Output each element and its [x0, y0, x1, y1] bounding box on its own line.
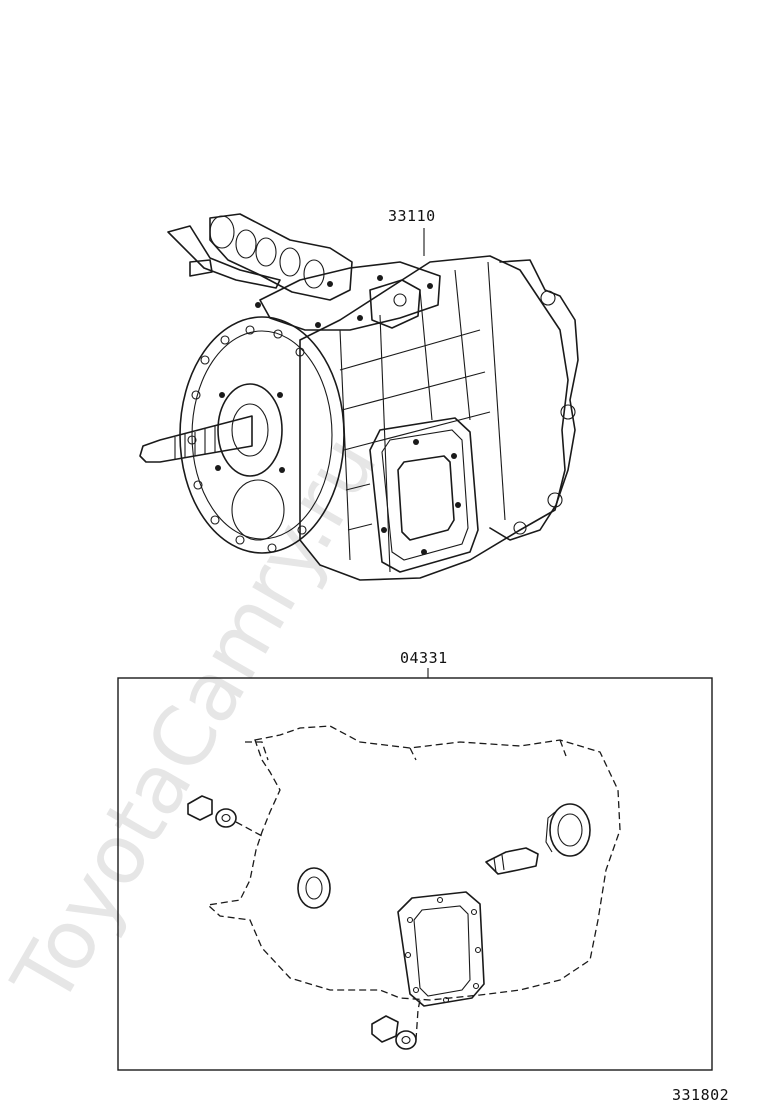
- watermark: ToyotaCamry.ru: [0, 421, 396, 1021]
- gasket-kit-parts: [187, 725, 621, 1050]
- diagram-number: 331802: [672, 1086, 729, 1104]
- gasket-kit-box: [117, 677, 713, 1071]
- callout-33110: 33110: [388, 207, 436, 225]
- callout-04331: 04331: [400, 649, 448, 667]
- transmission-assembly: [139, 213, 579, 581]
